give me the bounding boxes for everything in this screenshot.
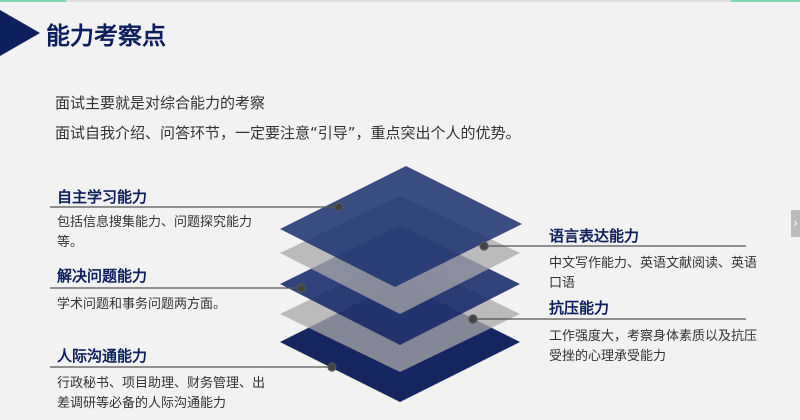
intro-line: 面试自我介绍、问答环节，一定要注意“引导”，重点突出个人的优势。 [55, 124, 521, 142]
ability-heading: 解决问题能力 [57, 267, 148, 285]
next-slide-button[interactable]: › [791, 210, 800, 237]
ability-desc: 行政秘书、项目助理、财务管理、出差调研等必备的人际沟通能力 [57, 376, 266, 411]
ability-desc: 学术问题和事务问题两方面。 [57, 297, 227, 312]
progress-accent [0, 0, 66, 2]
ability-heading: 抗压能力 [549, 299, 610, 317]
top-border [0, 0, 800, 2]
ability-heading: 人际沟通能力 [57, 347, 148, 365]
ability-desc: 中文写作能力、英语文献阅读、英语口语 [549, 256, 758, 291]
ability-heading: 自主学习能力 [57, 188, 148, 206]
ability-desc: 工作强度大，考察身体素质以及抗压受挫的心理承受能力 [549, 329, 758, 364]
intro-line: 面试主要就是对综合能力的考察 [55, 94, 266, 112]
layer-diamond [280, 166, 522, 287]
title-arrow-icon [0, 10, 40, 56]
progress-accent [731, 0, 800, 2]
ability-desc: 包括信息搜集能力、问题探究能力等。 [57, 215, 253, 250]
chevron-right-icon: › [793, 216, 798, 230]
ability-heading: 语言表达能力 [549, 227, 640, 245]
page-title: 能力考察点 [46, 22, 166, 50]
